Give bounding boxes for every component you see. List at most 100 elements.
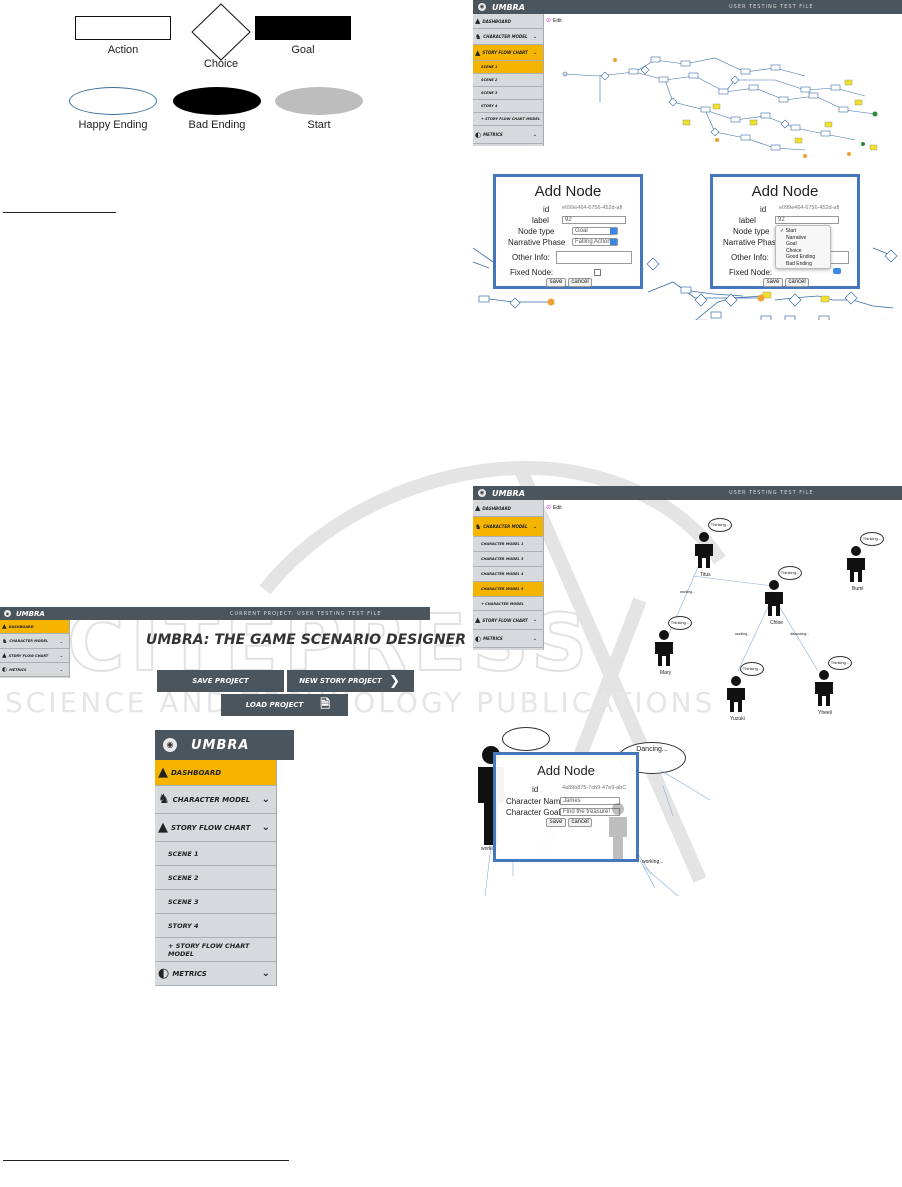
thought-bubble: Thinking... [860, 532, 884, 546]
menu-item-add-story-flow-chart-model[interactable]: + STORY FLOW CHART MODEL [155, 938, 276, 962]
option-start[interactable]: ✓ Start [780, 228, 797, 234]
character-goals-label: Character Goals [506, 808, 565, 817]
person-icon [695, 532, 713, 568]
sidebar-item-metrics[interactable]: ◐METRICS⌄ [473, 630, 543, 648]
sidebar-item-dashboard[interactable]: ▲DASHBOARD [473, 500, 543, 517]
sidebar-item-character-model-5[interactable]: CHARACTER MODEL 5 [473, 582, 543, 597]
character-icon: ♞ [2, 637, 8, 645]
save-button[interactable]: save [546, 818, 566, 827]
sidebar-item-story-flow-chart[interactable]: ▲STORY FLOW CHART⌄ [473, 45, 543, 61]
menu-item-dashboard[interactable]: ▲DASHBOARD [155, 760, 276, 786]
menu-item-scene-2[interactable]: SCENE 2 [155, 866, 276, 890]
fixed-node-checkbox[interactable] [594, 269, 601, 276]
option-good-ending[interactable]: Good Ending [786, 254, 816, 260]
sidebar-item-character-model-1[interactable]: CHARACTER MODEL 1 [473, 537, 543, 552]
sidebar-item-story-flow-chart[interactable]: ▲STORY FLOW CHART⌄ [0, 649, 69, 663]
menu-item-story-flow-chart[interactable]: ▲STORY FLOW CHART⌄ [155, 814, 276, 842]
menu-item-metrics[interactable]: ◐METRICS⌄ [155, 962, 276, 986]
relationship-label: discussing... [790, 632, 810, 636]
save-project-button[interactable]: SAVE PROJECT 🖫 [157, 670, 425, 692]
header-bar: ◉ UMBRA USER TESTING TEST FILE [473, 0, 902, 14]
load-project-button[interactable]: LOAD PROJECT 🗎 [221, 694, 348, 716]
save-button[interactable]: save [763, 278, 783, 287]
header-bar: ◉ UMBRA [155, 730, 294, 760]
label-input[interactable]: 92 [775, 216, 839, 224]
new-story-project-button[interactable]: NEW STORY PROJECT ❯ [287, 670, 414, 692]
narrative-phase-label: Narrative Phase [723, 238, 781, 247]
person-icon [847, 546, 865, 582]
sidebar-item-metrics[interactable]: ◐METRICS⌄ [473, 126, 543, 144]
footnote-rule [3, 212, 116, 213]
sidebar-label: METRICS [483, 132, 503, 137]
cancel-button[interactable]: cancel [568, 278, 592, 287]
sidebar-label: STORY FLOW CHART [482, 617, 528, 623]
character-node[interactable]: Thinking... Titus [692, 518, 732, 578]
edit-button[interactable]: ⊘Edit [546, 17, 562, 25]
option-bad-ending[interactable]: Bad Ending [786, 260, 812, 267]
node-type-dropdown-menu[interactable]: ✓ Start Narrative Goal Choice Good Endin… [775, 225, 831, 269]
sidebar-item-character-model-3[interactable]: CHARACTER MODEL 3 [473, 552, 543, 567]
option-goal[interactable]: Goal [786, 241, 797, 247]
sidebar-item-dashboard[interactable]: ▲DASHBOARD [0, 620, 69, 634]
menu-label: DASHBOARD [171, 768, 222, 777]
sidebar-item-metrics[interactable]: ◐METRICS⌄ [0, 663, 69, 677]
label-input[interactable]: 92 [562, 216, 626, 224]
cancel-button[interactable]: cancel [785, 278, 809, 287]
character-name: Yuzuki [730, 716, 745, 722]
sidebar-label: METRICS [483, 636, 503, 641]
id-label: id [760, 205, 767, 214]
sidebar-item-scene-1[interactable]: SCENE 1 [473, 61, 543, 74]
thought-bubble: Thinking... [740, 662, 764, 676]
menu-item-story-4[interactable]: STORY 4 [155, 914, 276, 938]
narrative-phase-select[interactable]: Falling Action [572, 238, 618, 246]
sidebar-item-story-4[interactable]: STORY 4 [473, 100, 543, 113]
character-node[interactable]: Thinking... Yuzuki [724, 662, 764, 722]
add-node-dialog: Add Node id e099e464-6756-452d-afl label… [493, 174, 643, 289]
sidebar-item-story-flow-chart[interactable]: ▲STORY FLOW CHART⌄ [473, 611, 543, 630]
option-choice[interactable]: Choice [786, 247, 802, 254]
dropdown-icon [610, 228, 617, 234]
character-node[interactable]: Thinking... Yheeli [812, 656, 852, 716]
character-name: Titus [700, 572, 711, 578]
sidebar-label: STORY FLOW CHART [8, 653, 49, 658]
sidebar-item-character-model-4[interactable]: CHARACTER MODEL 4 [473, 567, 543, 582]
sidebar-label: CHARACTER MODEL 5 [481, 587, 524, 591]
umbra-logo-icon: ◉ [4, 610, 11, 617]
menu-item-character-model[interactable]: ♞CHARACTER MODEL⌄ [155, 786, 276, 814]
character-node[interactable]: Thinking... Chloe [762, 566, 802, 626]
sidebar-label: STORY FLOW CHART [482, 50, 528, 55]
sidebar-label: DASHBOARD [482, 18, 511, 24]
sidebar-item-add-character-model[interactable]: + CHARACTER MODEL [473, 597, 543, 611]
menu-item-scene-3[interactable]: SCENE 3 [155, 890, 276, 914]
sidebar-item-add-story[interactable]: + STORY FLOW CHART MODEL [473, 113, 543, 126]
sidebar-item-character-model[interactable]: ♞CHARACTER MODEL⌄ [473, 29, 543, 45]
sidebar-item-character-model[interactable]: ♞CHARACTER MODEL⌄ [473, 517, 543, 537]
sidebar: ▲DASHBOARD ♞CHARACTER MODEL⌄ ▲STORY FLOW… [155, 760, 277, 986]
sidebar-item-dashboard[interactable]: ▲DASHBOARD [473, 14, 543, 29]
character-name-label: Character Name [506, 797, 565, 806]
id-label: id [543, 205, 550, 214]
id-label: id [532, 785, 539, 794]
character-node[interactable]: Thinking... Bumi [844, 532, 884, 592]
happy-ending-shape [69, 87, 157, 115]
character-name-input[interactable]: James [560, 797, 620, 805]
other-info-label: Other Info: [512, 253, 550, 262]
sidebar-item-scene-3[interactable]: SCENE 3 [473, 87, 543, 100]
menu-item-scene-1[interactable]: SCENE 1 [155, 842, 276, 866]
chevron-down-icon: ⌄ [261, 822, 270, 833]
character-goals-input[interactable]: Find the treasure! [560, 808, 620, 816]
character-node[interactable]: Thinking... Mary [652, 616, 692, 676]
node-type-select[interactable]: Goal [572, 227, 618, 235]
chevron-down-icon: ⌄ [532, 33, 537, 40]
cancel-button[interactable]: cancel [568, 818, 592, 827]
sidebar-item-scene-2[interactable]: SCENE 2 [473, 74, 543, 87]
other-info-input[interactable] [556, 251, 632, 264]
save-button[interactable]: save [546, 278, 566, 287]
edit-button[interactable]: ⊘Edit [546, 504, 562, 512]
id-value: 4a89b875-7cb9-47e9-abC [562, 785, 627, 791]
sidebar: ▲DASHBOARD ♞CHARACTER MODEL⌄ CHARACTER M… [473, 500, 544, 650]
fixed-node-toggle[interactable] [833, 268, 841, 274]
option-narrative[interactable]: Narrative [786, 234, 807, 241]
sidebar-item-character-model[interactable]: ♞CHARACTER MODEL⌄ [0, 634, 69, 649]
headphones-icon: ◐ [475, 130, 482, 139]
